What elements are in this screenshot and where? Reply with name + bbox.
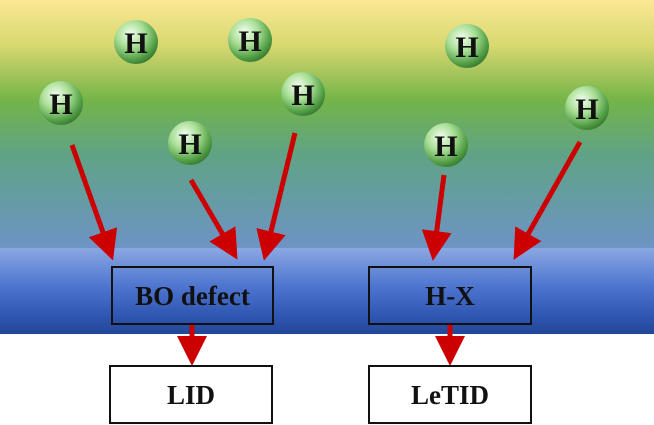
arrow-h-to-bo-3 — [256, 132, 298, 261]
hydrogen-atom: H — [565, 86, 609, 130]
hx-defect-label: H-X — [425, 281, 475, 311]
atom-label: H — [49, 88, 72, 121]
atom-label: H — [238, 25, 261, 58]
arrow-h-to-hx-2 — [513, 140, 583, 260]
hydrogen-atom: H — [424, 123, 468, 167]
letid-label: LeTID — [411, 380, 489, 410]
atom-label: H — [455, 31, 478, 64]
hydrogen-atom: H — [39, 81, 83, 125]
atom-label: H — [124, 27, 147, 60]
hydrogen-atom: H — [445, 24, 489, 68]
atom-label: H — [291, 79, 314, 112]
hydrogen-atom: H — [168, 121, 212, 165]
arrow-h-to-hx-1 — [421, 174, 452, 261]
lid-label: LID — [167, 380, 215, 410]
atom-label: H — [575, 93, 598, 126]
arrow-h-to-bo-2 — [188, 178, 238, 260]
hx-defect-box: H-X — [368, 266, 532, 325]
substrate-band — [0, 248, 654, 334]
bo-defect-label: BO defect — [135, 281, 250, 311]
arrow-h-to-bo-1 — [69, 144, 118, 261]
atom-label: H — [178, 128, 201, 161]
atom-label: H — [434, 130, 457, 163]
hydrogen-atom: H — [228, 18, 272, 62]
letid-box: LeTID — [368, 365, 532, 424]
lid-box: LID — [109, 365, 273, 424]
hydrogen-atom: H — [281, 72, 325, 116]
hydrogen-atom: H — [114, 20, 158, 64]
bo-defect-box: BO defect — [111, 266, 274, 325]
